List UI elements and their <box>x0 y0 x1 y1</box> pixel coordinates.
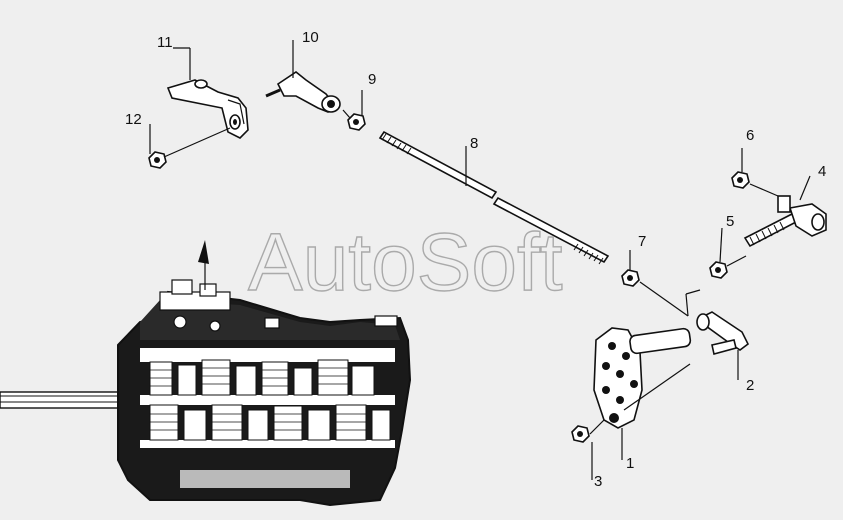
callout-11: 11 <box>157 34 173 51</box>
callout-8: 8 <box>470 135 478 152</box>
part-6-nut <box>731 171 779 197</box>
part-7-nut <box>621 269 689 317</box>
part-3-nut <box>571 419 605 443</box>
callout-7: 7 <box>638 233 646 250</box>
callout-5: 5 <box>726 213 734 230</box>
part-11-bracket <box>166 79 249 139</box>
callout-6: 6 <box>746 127 754 144</box>
callout-4: 4 <box>818 163 826 180</box>
part-8-rod <box>378 130 610 265</box>
gearbox-cutaway <box>0 240 412 507</box>
callout-2: 2 <box>746 377 754 394</box>
part-4-tie-rod-end <box>743 195 827 248</box>
part-2-ball-stud <box>685 289 750 355</box>
leader-lines <box>149 40 811 480</box>
part-1-lever-plate <box>593 327 692 429</box>
part-12-nut <box>148 127 231 169</box>
callout-9: 9 <box>368 71 376 88</box>
callout-10: 10 <box>302 29 319 46</box>
callout-12: 12 <box>125 111 142 128</box>
callout-1: 1 <box>626 455 634 472</box>
callout-3: 3 <box>594 473 602 490</box>
watermark-text: AutoSoft <box>248 217 563 308</box>
part-10-ball-joint <box>265 71 341 113</box>
part-5-nut <box>709 255 747 279</box>
part-9-nut <box>342 109 366 131</box>
